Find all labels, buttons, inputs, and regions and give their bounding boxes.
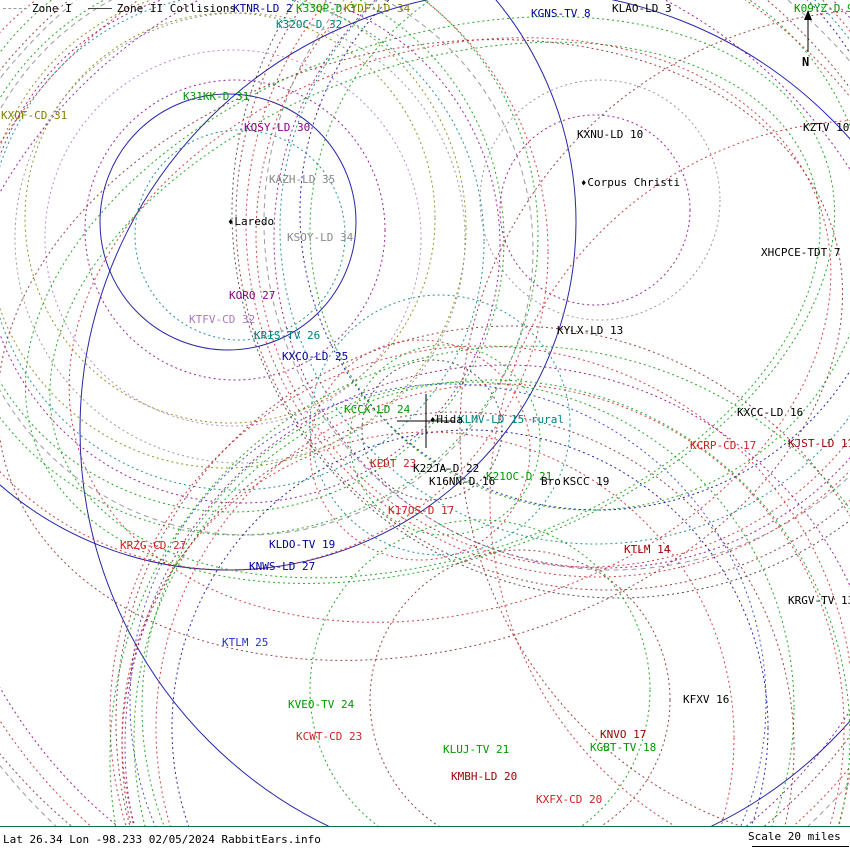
coverage-contour — [231, 0, 850, 599]
coverage-contour — [0, 0, 501, 504]
coverage-contour — [14, 12, 466, 464]
coverage-contour — [49, 41, 821, 579]
coverage-contour — [309, 519, 651, 850]
coverage-contour — [115, 325, 850, 850]
coverage-contour — [499, 114, 691, 306]
coverage-contour — [245, 0, 850, 578]
status-info-text: Lat 26.34 Lon -98.233 02/05/2024 RabbitE… — [3, 833, 321, 846]
coverage-contour — [273, 0, 850, 569]
coverage-contour — [0, 0, 534, 536]
legend-zone1-label: Zone I — [32, 2, 72, 15]
north-arrow-head — [804, 10, 812, 20]
coverage-contour — [361, 359, 503, 501]
coverage-contour — [0, 0, 485, 491]
north-label: N — [802, 55, 809, 69]
coverage-contour — [349, 344, 541, 536]
zone2-line-swatch — [87, 8, 112, 9]
north-arrow: N — [802, 10, 812, 69]
coverage-contour — [24, 16, 836, 584]
status-bar: Lat 26.34 Lon -98.233 02/05/2024 RabbitE… — [0, 826, 850, 850]
coverage-contour — [99, 93, 357, 351]
coverage-contour — [0, 0, 539, 536]
center-crosshair — [397, 394, 455, 448]
coverage-contour — [255, 0, 850, 568]
coverage-contour — [299, 0, 850, 511]
coverage-contour — [279, 0, 850, 545]
coverage-contour — [109, 345, 850, 850]
scale-bar-line — [752, 846, 849, 847]
coverage-contour — [84, 79, 386, 381]
coverage-contour — [134, 129, 346, 341]
legend: Zone I Zone II Collisions — [3, 2, 236, 15]
coverage-contour — [109, 345, 850, 850]
legend-zone2-label: Zone II Collisions — [116, 2, 236, 15]
coverage-contour — [309, 339, 531, 561]
coverage-contour — [479, 79, 721, 321]
legend-item-zone1: Zone I — [3, 2, 72, 15]
coverage-contour — [0, 0, 505, 513]
coverage-contour — [141, 381, 795, 850]
legend-item-zone2: Zone II Collisions — [87, 2, 236, 15]
coverage-contour — [68, 37, 832, 623]
coverage-contour — [44, 49, 422, 427]
coverage-contour — [263, 0, 850, 571]
coverage-contour — [309, 0, 850, 511]
coverage-contour — [24, 12, 436, 424]
coverage-contour — [309, 294, 571, 556]
zone1-line-swatch — [3, 8, 27, 9]
scale-label: Scale 20 miles — [748, 830, 841, 843]
coverage-contour — [0, 0, 467, 469]
coverage-contour — [133, 379, 850, 850]
coverage-contour — [0, 39, 844, 661]
coverage-contour — [0, 0, 549, 571]
coverage-contour — [79, 0, 850, 850]
coverage-contour — [121, 411, 795, 850]
coverage-contour — [489, 120, 850, 850]
coverage-contour — [369, 549, 671, 850]
coverage-contour — [155, 383, 845, 850]
coverage-contour — [129, 383, 767, 850]
coverage-contour — [171, 429, 769, 850]
coverage-contour — [121, 431, 735, 850]
